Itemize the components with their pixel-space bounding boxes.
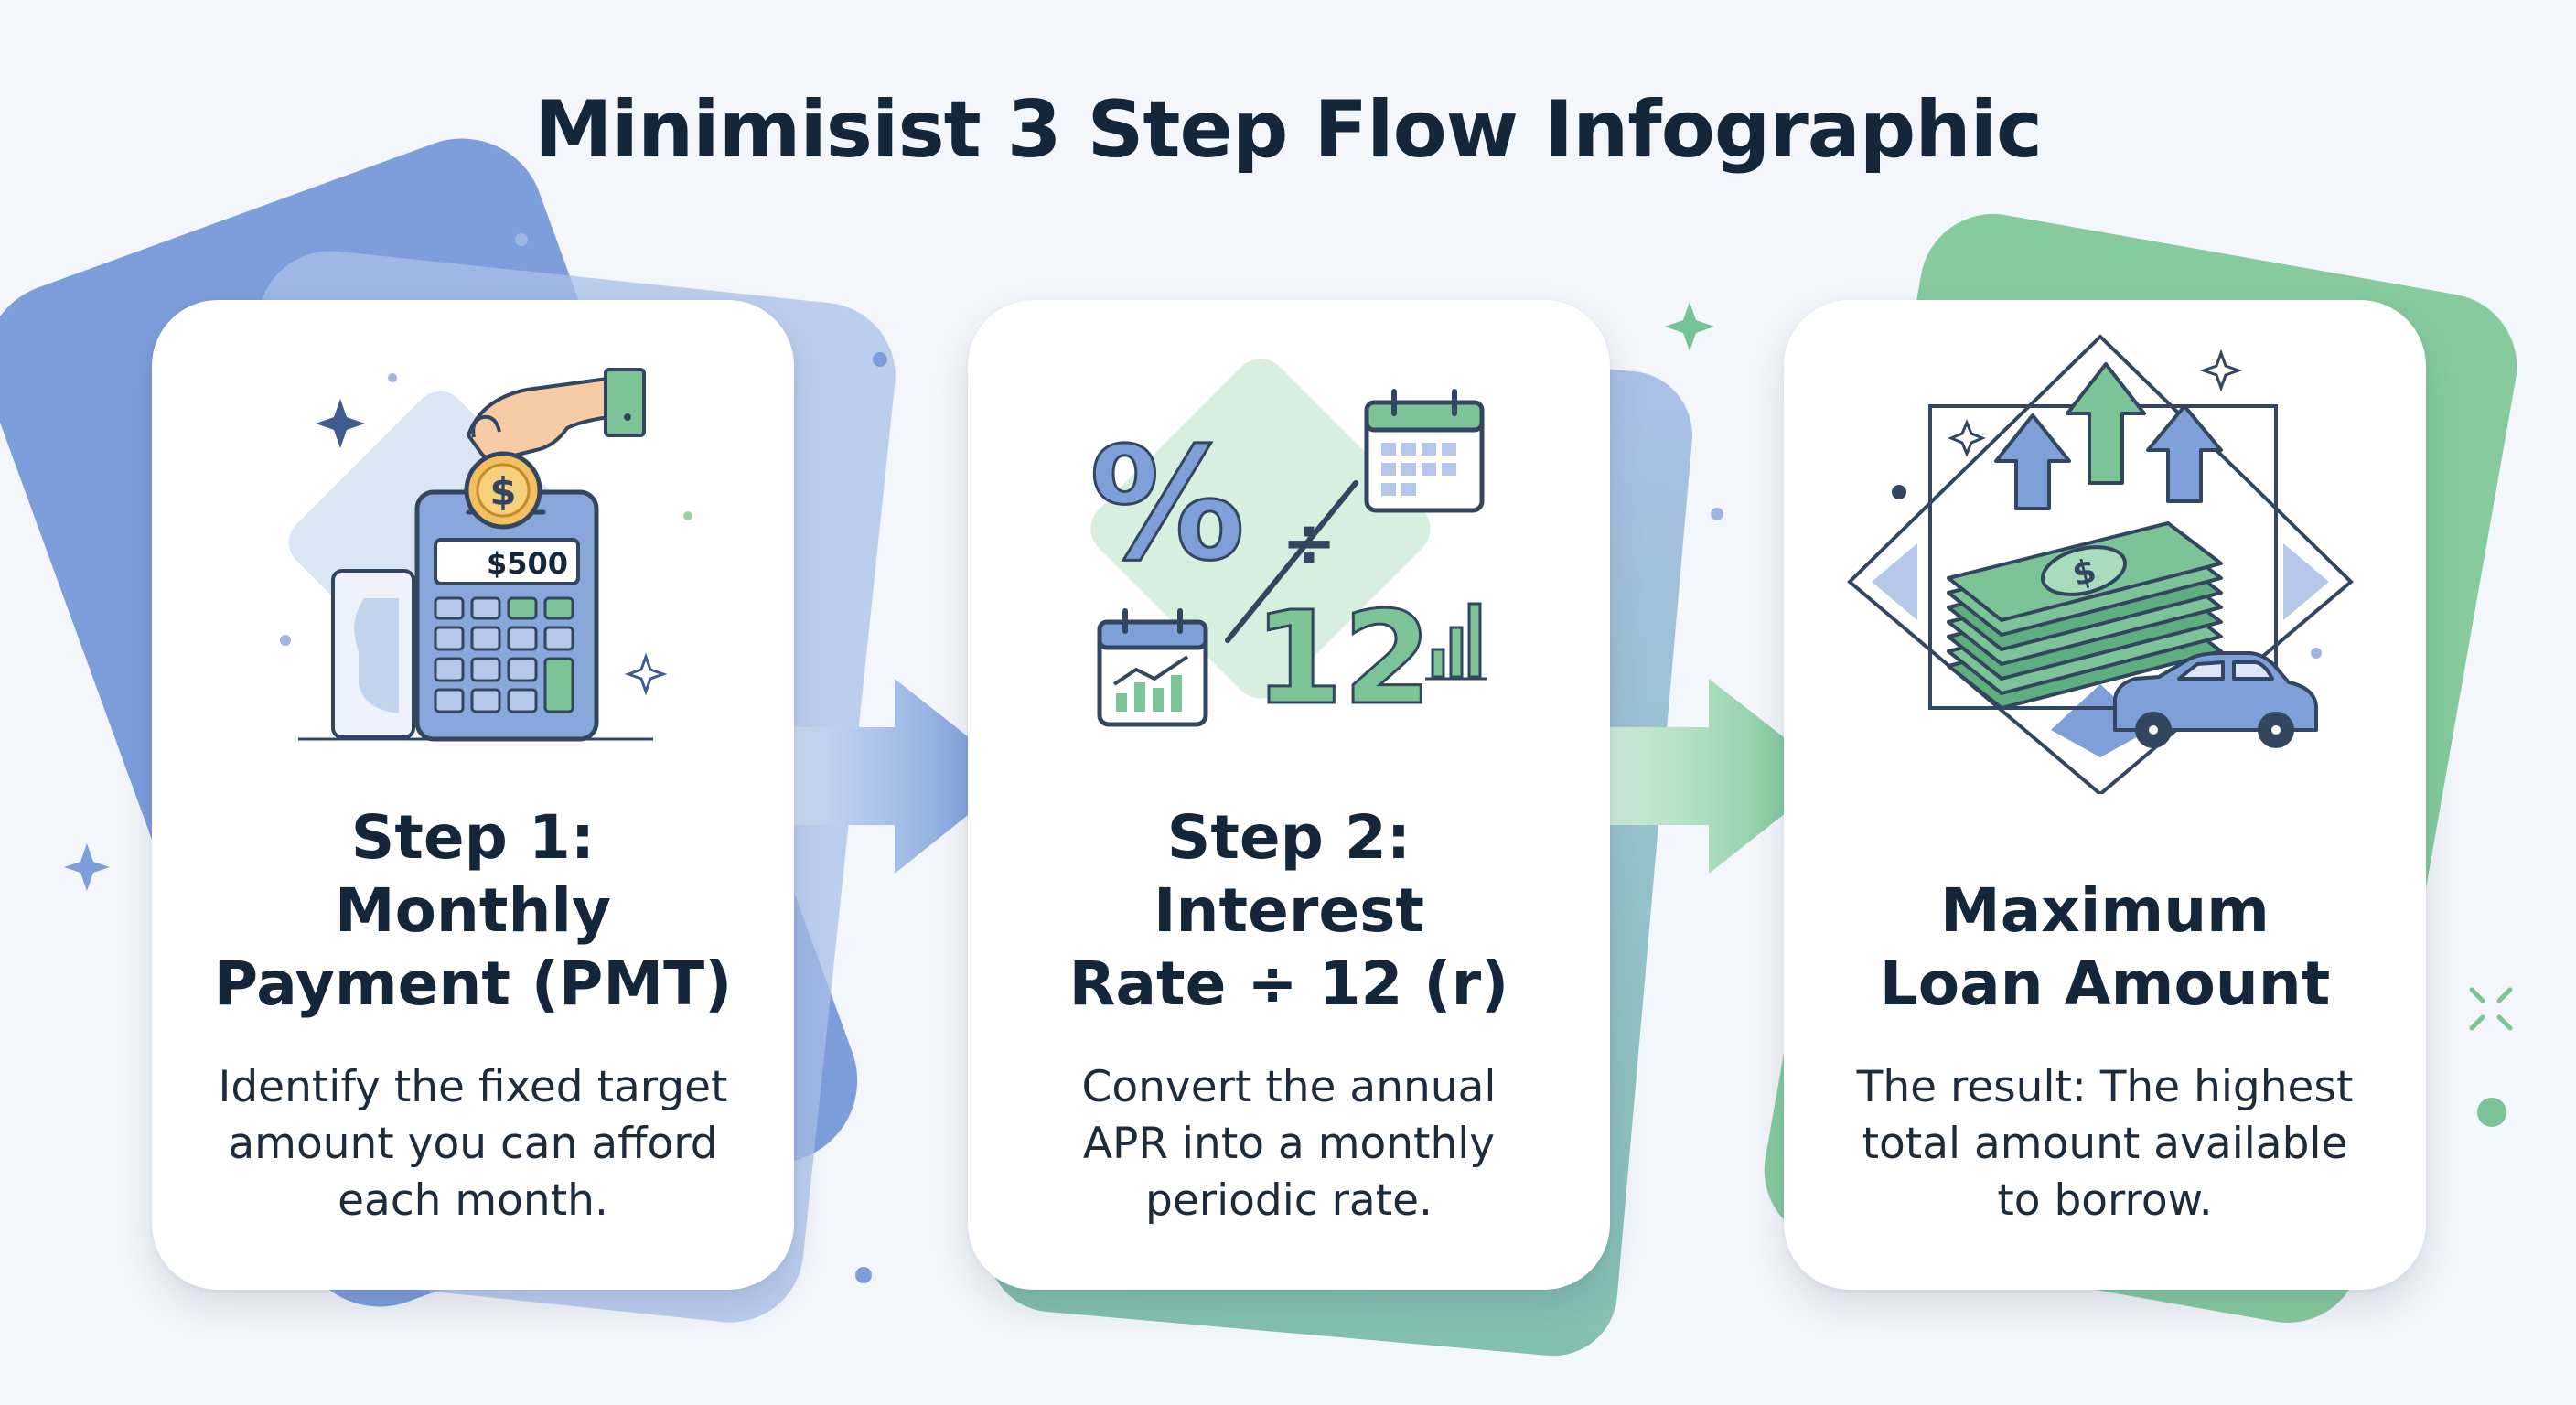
step-2-description-line: periodic rate.	[1145, 1175, 1433, 1226]
calendar-icon	[1364, 389, 1485, 513]
step-2-heading-line: Rate ÷ 12 (r)	[1068, 949, 1509, 1019]
sparkle-icons	[64, 233, 2506, 1283]
burst-icon	[2469, 987, 2513, 1031]
step-3-description: The result: The highest total amount ava…	[1811, 1059, 2399, 1229]
step-2-heading-line: Interest	[1153, 875, 1424, 946]
money-stack-car-icon: $	[1847, 334, 2354, 794]
step-3-description-line: to borrow.	[1997, 1175, 2213, 1226]
step-1-heading: Step 1: Monthly Payment (PMT)	[170, 801, 776, 1021]
step-3-heading-line: Loan Amount	[1879, 949, 2331, 1019]
step-1-heading-line: Payment (PMT)	[213, 949, 733, 1019]
step-3-card: $ Maximum Loan Amount The result: The hi…	[1784, 300, 2426, 1290]
step-2-description-line: APR into a monthly	[1082, 1119, 1496, 1169]
step-1-description-line: Identify the fixed target	[218, 1062, 728, 1112]
step-2-heading-line: Step 2:	[1166, 802, 1411, 873]
step-1-heading-line: Monthly	[334, 875, 612, 946]
percent-symbol: %	[1089, 414, 1245, 595]
step-3-heading: Maximum Loan Amount	[1802, 874, 2408, 1021]
divide-symbol: ÷	[1282, 504, 1336, 581]
step-2-description: Convert the annual APR into a monthly pe…	[995, 1059, 1583, 1229]
step-1-description: Identify the fixed target amount you can…	[179, 1059, 767, 1229]
percent-divide-calendar-icon: % ÷ 12	[1088, 359, 1487, 735]
calendar-chart-icon	[1097, 608, 1208, 727]
car-icon	[2113, 651, 2318, 748]
step-3-heading-line: Maximum	[1940, 875, 2270, 946]
calculator-screen-value: $500	[487, 546, 568, 581]
divisor-number: 12	[1254, 585, 1433, 734]
step-1-heading-line: Step 1:	[350, 802, 596, 873]
step-1-card: $500	[152, 300, 794, 1290]
page-title: Minimisist 3 Step Flow Infographic	[533, 84, 2043, 176]
growth-arrows-icon	[1994, 362, 2223, 510]
step-2-heading: Step 2: Interest Rate ÷ 12 (r)	[986, 801, 1592, 1021]
step-3-description-line: total amount available	[1862, 1119, 2348, 1169]
coin-symbol: $	[489, 469, 516, 514]
step-1-description-line: amount you can afford	[228, 1119, 718, 1169]
step-2-description-line: Convert the annual	[1081, 1062, 1497, 1112]
money-stack-icon	[1947, 521, 2223, 710]
mini-bar-chart-icon	[1425, 602, 1487, 681]
calculator-coin-icon: $500	[280, 368, 692, 742]
step-2-card: % ÷ 12	[968, 300, 1610, 1290]
step-1-description-line: each month.	[338, 1175, 608, 1226]
arrow-step1-to-step2	[748, 679, 1017, 874]
arrow-step2-to-step3	[1562, 679, 1833, 874]
step-3-description-line: The result: The highest	[1856, 1062, 2354, 1112]
